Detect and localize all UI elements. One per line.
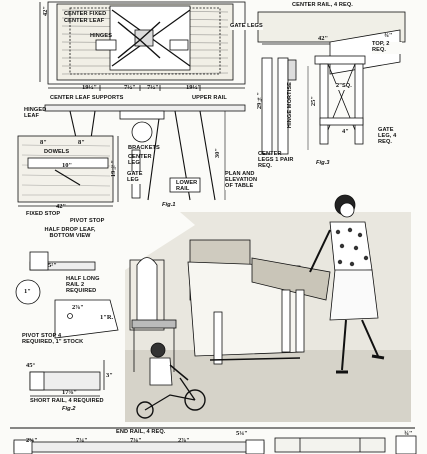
dim-42-side: 42" xyxy=(42,6,49,17)
bracket-detail xyxy=(131,121,153,143)
fig3-dim-29: 29¼" xyxy=(256,92,263,110)
pivot-stop-top-label: PIVOT STOP xyxy=(70,218,105,224)
gate-legs-label: GATE LEGS xyxy=(230,23,263,30)
center-rail-label: CENTER RAIL, 4 REQ. xyxy=(292,2,353,8)
fig3-dim-4: 4" xyxy=(342,128,349,135)
dim-7b: 7½" xyxy=(147,84,159,91)
bottom-dim-34: ¾" xyxy=(404,430,413,437)
dowels-label: DOWELS xyxy=(44,149,70,155)
hinge-mortise-label: HINGE MORTISE xyxy=(287,82,293,129)
fixed-stop-label: FIXED STOP xyxy=(26,211,61,217)
half-drop-leaf-view xyxy=(17,135,114,203)
pivot-stop-label: PIVOT STOP 4 REQUIRED, 1" STOCK xyxy=(22,333,84,345)
half-drop-leaf-label: HALF DROP LEAF, BOTTOM VIEW xyxy=(44,227,96,239)
bottom-dim-2a: 2⅝" xyxy=(26,437,38,444)
fig2-dim-3: 3" xyxy=(106,372,113,379)
short-rail-label: SHORT RAIL, 4 REQUIRED xyxy=(30,398,104,404)
gate-leg-req-label: GATE LEG, 4 REQ. xyxy=(378,127,404,146)
fig2-dim-17: 17⅝" xyxy=(62,389,77,396)
dim-42-leaf: 42" xyxy=(56,203,67,210)
fig3-dim-42: 42" xyxy=(318,35,329,42)
hinged-leaf-label: HINGED LEAF xyxy=(24,107,47,119)
table-top-elevation xyxy=(44,104,246,112)
fig2-label: Fig.2 xyxy=(62,406,76,412)
fig2-dim-2: 2⅞" xyxy=(72,304,84,311)
dim-8a: 8" xyxy=(40,139,47,146)
plan-view-outline xyxy=(47,1,246,85)
bottom-dim-7a: 7¼" xyxy=(76,437,88,444)
bottom-dim-5: 5¼" xyxy=(236,430,248,437)
center-leaf-supports-label: CENTER LEAF SUPPORTS xyxy=(50,95,124,101)
brackets-label: BRACKETS xyxy=(128,145,160,151)
gate-leg-a xyxy=(319,63,329,145)
center-leaf-label: CENTER LEAF xyxy=(64,18,105,24)
dim-8b: 8" xyxy=(78,139,85,146)
fig2-dim-45: 45° xyxy=(26,362,36,369)
dim-7a: 7½" xyxy=(124,84,136,91)
center-leg-label: CENTER LEG xyxy=(128,154,152,166)
gate-leg-label: GATE LEG xyxy=(127,171,149,184)
hinges-label: HINGES xyxy=(90,33,113,39)
upper-rail-label: UPPER RAIL xyxy=(192,95,227,101)
fig3-label: Fig.3 xyxy=(316,160,330,166)
gate-leg-b xyxy=(354,63,364,145)
sq-label: 2"SQ. xyxy=(336,83,352,90)
fig2-dim-1: 1" xyxy=(24,288,31,295)
end-rail-label: END RAIL, 4 REQ. xyxy=(116,429,166,436)
fig2-dim-52: 5²" xyxy=(48,262,57,269)
fig3-dim-25: 25" xyxy=(310,96,317,107)
center-leg-b xyxy=(277,57,289,155)
detail-circle xyxy=(15,279,41,305)
dim-19b: 19½" xyxy=(186,84,201,91)
center-leg-a xyxy=(261,57,273,155)
fig3-dim-34: ¾" xyxy=(384,32,393,39)
fig1-label: Fig.1 xyxy=(162,202,176,208)
pivot-stop-drawing xyxy=(54,299,119,339)
bottom-dim-2b: 2⅞" xyxy=(178,437,190,444)
center-fixed-label: CENTER FIXED xyxy=(64,11,107,17)
fig2-dim-1r: 1"R. xyxy=(100,314,114,321)
dim-10: 10" xyxy=(62,162,73,169)
child-on-tricycle xyxy=(136,342,206,419)
bottom-dim-7b: 7⅛" xyxy=(130,437,142,444)
dim-19a: 19½" xyxy=(82,84,97,91)
lower-rail-label: LOWER RAIL xyxy=(176,180,198,192)
top-label: TOP, 2 REQ. xyxy=(372,41,402,54)
plan-elevation-label: PLAN AND ELEVATION OF TABLE xyxy=(225,171,261,190)
dim-30: 30" xyxy=(214,148,221,159)
illustration xyxy=(125,194,411,422)
woman-figure xyxy=(309,194,385,374)
dim-19-leaf: 19½" xyxy=(110,160,117,178)
center-legs-label: CENTER LEGS 1 PAIR REQ. xyxy=(258,151,294,169)
half-long-rail-label: HALF LONG RAIL 2 REQUIRED xyxy=(66,276,100,294)
